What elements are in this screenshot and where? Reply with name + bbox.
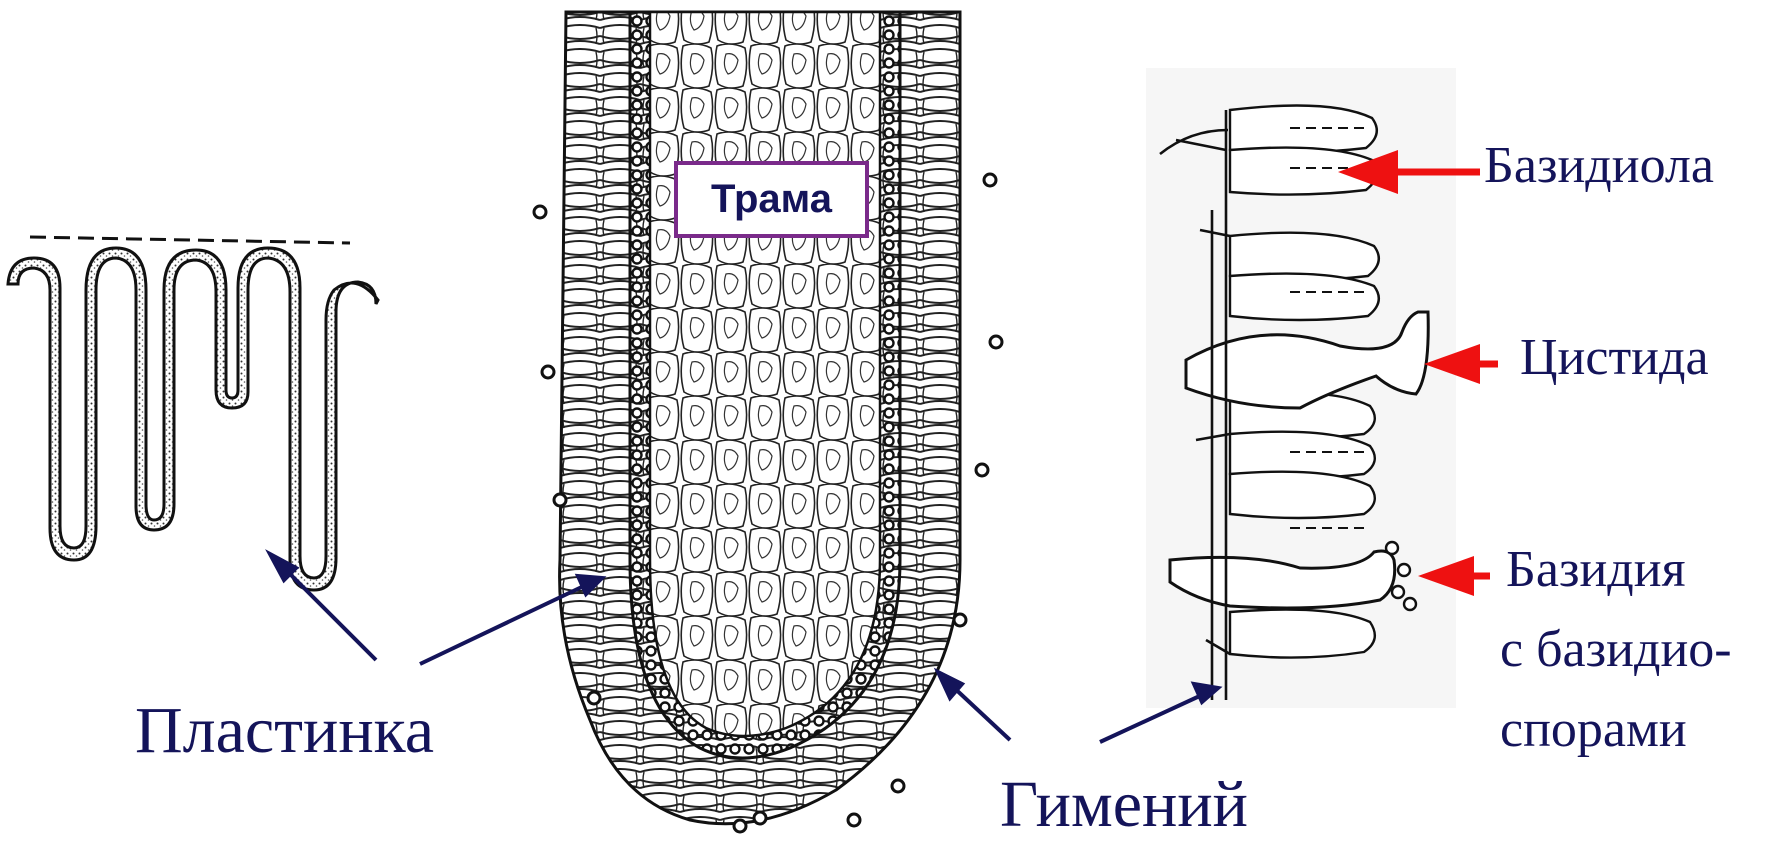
dashed-cap-line	[30, 237, 350, 243]
bazidiya-label-line1: Базидия	[1506, 544, 1686, 596]
trama-tissue	[650, 12, 880, 736]
trama-label-box: Трама	[674, 161, 869, 238]
gimeniy-label: Гимений	[1000, 772, 1248, 838]
plastinka-label: Пластинка	[135, 698, 434, 764]
gill-plates-drawing	[8, 237, 378, 590]
gill-section-drawing	[534, 12, 1002, 832]
hymenium-closeup-drawing	[1146, 68, 1456, 708]
tsistida-label: Цистида	[1520, 332, 1709, 384]
bazidiya-label-line2: с базидио-	[1500, 624, 1732, 676]
gill-plate-outline	[8, 248, 378, 590]
arrow-gimeniy-center	[938, 672, 1010, 740]
trama-label: Трама	[711, 177, 832, 222]
bazidiola-label: Базидиола	[1484, 140, 1714, 192]
bazidiya-label-line3: спорами	[1500, 704, 1687, 756]
